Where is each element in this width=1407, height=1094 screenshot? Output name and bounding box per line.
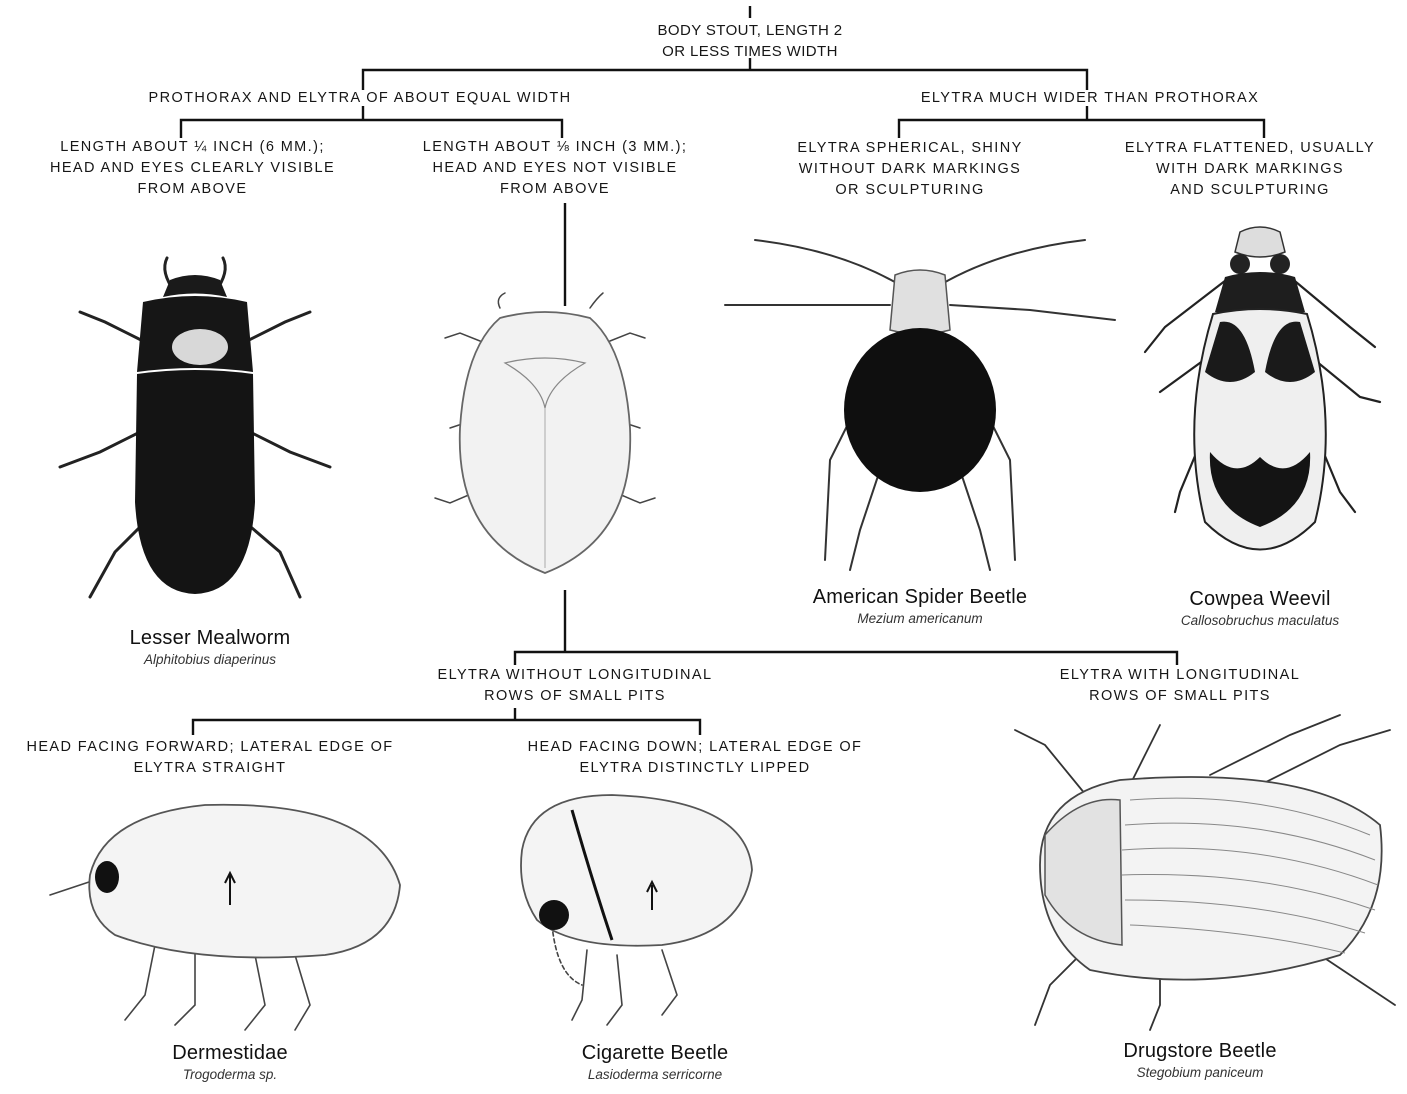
scientific-name: Trogoderma sp. bbox=[110, 1067, 350, 1082]
node-elytra-wider: ELYTRA MUCH WIDER THAN PROTHORAX bbox=[860, 88, 1320, 109]
cigarette-beetle-illustration bbox=[512, 790, 762, 1040]
scientific-name: Lasioderma serricorne bbox=[530, 1067, 780, 1082]
caption-dermestidae: Dermestidae Trogoderma sp. bbox=[110, 1042, 350, 1082]
american-spider-beetle-illustration bbox=[720, 230, 1120, 580]
common-name: Lesser Mealworm bbox=[60, 627, 360, 650]
common-name: Drugstore Beetle bbox=[1070, 1040, 1330, 1063]
caption-drugstore-beetle: Drugstore Beetle Stegobium paniceum bbox=[1070, 1040, 1330, 1080]
node-head-forward: HEAD FACING FORWARD; LATERAL EDGE OF ELY… bbox=[0, 737, 420, 779]
common-name: Cowpea Weevil bbox=[1120, 588, 1400, 611]
caption-cigarette-beetle: Cigarette Beetle Lasioderma serricorne bbox=[530, 1042, 780, 1082]
caption-lesser-mealworm: Lesser Mealworm Alphitobius diaperinus bbox=[60, 627, 360, 667]
lesser-mealworm-illustration bbox=[45, 252, 345, 622]
node-without-rows-of-pits: ELYTRA WITHOUT LONGITUDINAL ROWS OF SMAL… bbox=[390, 665, 760, 707]
common-name: Dermestidae bbox=[110, 1042, 350, 1065]
drugstore-beetle-illustration bbox=[1010, 705, 1400, 1035]
scientific-name: Mezium americanum bbox=[760, 611, 1080, 626]
cowpea-weevil-illustration bbox=[1135, 222, 1385, 592]
common-name: Cigarette Beetle bbox=[530, 1042, 780, 1065]
caption-cowpea-weevil: Cowpea Weevil Callosobruchus maculatus bbox=[1120, 588, 1400, 628]
caption-american-spider-beetle: American Spider Beetle Mezium americanum bbox=[760, 586, 1080, 626]
node-elytra-flattened: ELYTRA FLATTENED, USUALLY WITH DARK MARK… bbox=[1100, 138, 1400, 201]
small-beetle-dorsal-illustration bbox=[425, 288, 665, 588]
scientific-name: Alphitobius diaperinus bbox=[60, 652, 360, 667]
node-head-down: HEAD FACING DOWN; LATERAL EDGE OF ELYTRA… bbox=[495, 737, 895, 779]
scientific-name: Callosobruchus maculatus bbox=[1120, 613, 1400, 628]
node-elytra-spherical: ELYTRA SPHERICAL, SHINY WITHOUT DARK MAR… bbox=[760, 138, 1060, 201]
root-node: BODY STOUT, LENGTH 2 OR LESS TIMES WIDTH bbox=[600, 20, 900, 62]
common-name: American Spider Beetle bbox=[760, 586, 1080, 609]
dermestidae-illustration bbox=[45, 795, 415, 1045]
node-length-quarter-inch: LENGTH ABOUT ¼ INCH (6 mm.); HEAD AND EY… bbox=[20, 137, 365, 200]
node-equal-width: PROTHORAX AND ELYTRA OF ABOUT EQUAL WIDT… bbox=[100, 88, 620, 109]
scientific-name: Stegobium paniceum bbox=[1070, 1065, 1330, 1080]
node-length-eighth-inch: LENGTH ABOUT ⅛ INCH (3 mm.); HEAD AND EY… bbox=[390, 137, 720, 200]
node-with-rows-of-pits: ELYTRA WITH LONGITUDINAL ROWS OF SMALL P… bbox=[1010, 665, 1350, 707]
